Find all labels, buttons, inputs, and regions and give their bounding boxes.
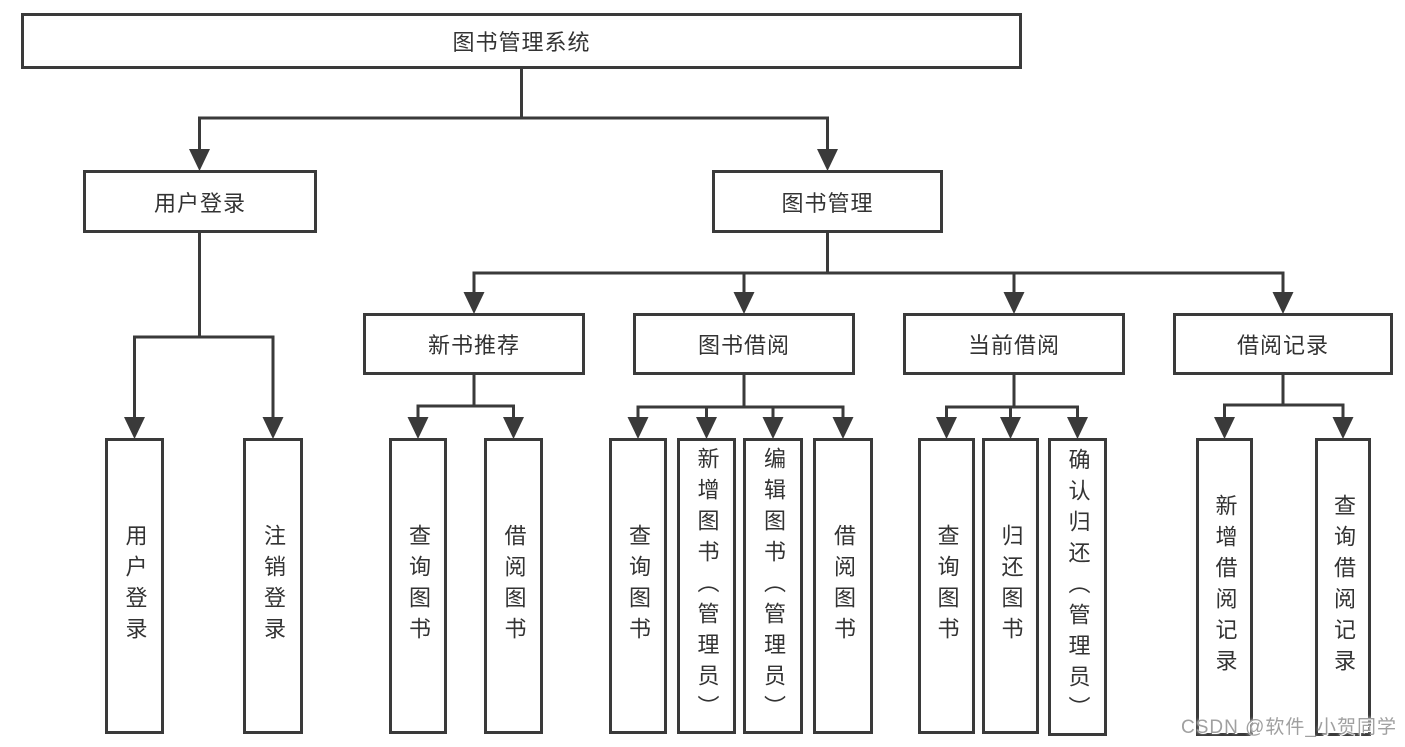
- node-book-management: 图书管理: [712, 170, 943, 233]
- csdn-watermark: CSDN @软件_小贺同学: [1181, 717, 1397, 738]
- leaf-logout-label: 注销登录: [261, 524, 286, 648]
- leaf-recommend-borrow-book: 借阅图书: [484, 438, 543, 734]
- leaf-query-borrow-record: 查询借阅记录: [1315, 438, 1371, 736]
- leaf-add-borrow-record: 新增借阅记录: [1196, 438, 1253, 736]
- leaf-edit-book-admin: 编辑图书（管理员）: [743, 438, 803, 734]
- leaf-user-login: 用户登录: [105, 438, 164, 734]
- leaf-add-book-admin: 新增图书（管理员）: [677, 438, 736, 734]
- node-root: 图书管理系统: [21, 13, 1022, 69]
- leaf-borrow-book-label: 借阅图书: [831, 524, 856, 648]
- leaf-user-login-label: 用户登录: [122, 524, 148, 648]
- leaf-confirm-return-admin-label: 确认归还（管理员）: [1065, 447, 1091, 727]
- node-book-borrow: 图书借阅: [633, 313, 855, 375]
- node-root-label: 图书管理系统: [452, 30, 591, 55]
- leaf-confirm-return-admin: 确认归还（管理员）: [1048, 438, 1107, 736]
- leaf-recommend-borrow-book-label: 借阅图书: [501, 524, 527, 648]
- node-current-borrow: 当前借阅: [903, 313, 1125, 375]
- node-borrow-records: 借阅记录: [1173, 313, 1393, 375]
- node-book-management-label: 图书管理: [781, 190, 874, 216]
- leaf-logout: 注销登录: [243, 438, 303, 734]
- leaf-current-query-book-label: 查询图书: [934, 524, 960, 648]
- leaf-borrow-query-book: 查询图书: [609, 438, 667, 734]
- leaf-add-book-admin-label: 新增图书（管理员）: [694, 446, 720, 726]
- node-new-book-recommend-label: 新书推荐: [427, 333, 520, 358]
- node-user-login: 用户登录: [83, 170, 317, 233]
- leaf-query-borrow-record-label: 查询借阅记录: [1331, 494, 1356, 680]
- arrowheads: [124, 149, 1354, 439]
- leaf-borrow-book: 借阅图书: [813, 438, 873, 734]
- leaf-current-query-book: 查询图书: [918, 438, 975, 734]
- leaf-return-book-label: 归还图书: [998, 524, 1024, 648]
- node-book-borrow-label: 图书借阅: [697, 333, 790, 358]
- node-borrow-records-label: 借阅记录: [1236, 333, 1329, 358]
- node-new-book-recommend: 新书推荐: [363, 313, 585, 375]
- leaf-borrow-query-book-label: 查询图书: [626, 524, 651, 648]
- leaf-return-book: 归还图书: [982, 438, 1039, 734]
- leaf-edit-book-admin-label: 编辑图书（管理员）: [761, 446, 786, 726]
- leaf-recommend-query-book: 查询图书: [389, 438, 447, 734]
- node-user-login-label: 用户登录: [153, 190, 246, 216]
- leaf-recommend-query-book-label: 查询图书: [406, 524, 431, 648]
- node-current-borrow-label: 当前借阅: [967, 333, 1060, 358]
- leaf-add-borrow-record-label: 新增借阅记录: [1212, 494, 1238, 680]
